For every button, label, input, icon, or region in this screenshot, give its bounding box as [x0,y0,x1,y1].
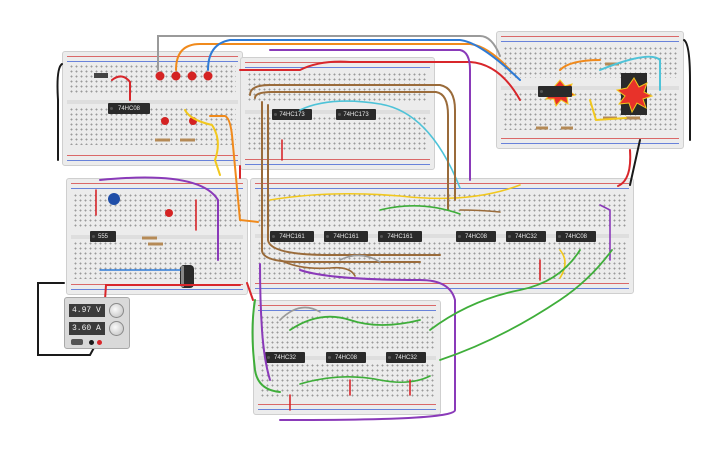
capacitor-stripe-icon [181,266,184,287]
wire-brown [279,259,356,277]
wire-purple [259,263,271,381]
positive-terminal-icon [97,340,102,345]
current-display: 3.60 A [69,322,105,335]
chip-74hc08-bottom: 74HC08 [326,352,366,363]
wire-gray [157,35,501,71]
chip-74hc32-bottom-right: 74HC32 [386,352,426,363]
chip-74hc08-mid: 74HC08 [456,231,496,242]
voltage-knob-icon[interactable] [109,303,124,318]
current-knob-icon[interactable] [109,321,124,336]
red-led-icon [187,71,197,81]
chip-74hc173-b: 74HC173 [336,109,376,120]
wire-yellow [559,249,566,279]
wire-yellow [269,184,521,201]
chip-74hc32-bottom: 74HC32 [265,352,305,363]
wire-green [299,375,431,385]
wire-brown [459,209,501,213]
wire-orange [559,59,601,71]
led-row-top [155,71,213,217]
wire-black [56,63,63,161]
wire-green [429,249,581,331]
wire-black [629,139,641,186]
wire-red [239,60,521,101]
wire-purple [269,49,471,181]
wire-brown [254,91,449,211]
ceramic-capacitor-icon [108,193,120,205]
wire-gray [339,254,381,263]
explosion-icon [615,77,654,114]
wire-green [289,315,421,331]
chip-74hc161-c: 74HC161 [378,231,422,242]
wire-yellow [184,109,221,176]
chip-74hc173-a: 74HC173 [272,109,312,120]
chip-74hc08-top-left: 74HC08 [108,103,150,114]
wire-gray [279,306,321,321]
chip-74hc161-a: 74HC161 [270,231,314,242]
wire-brown [249,84,456,201]
negative-terminal-icon [89,340,94,345]
red-led-icon [171,71,181,81]
power-switch-icon[interactable] [71,339,83,345]
wire-black [37,282,97,356]
wire-yellow [589,99,627,122]
wire-cyan [599,55,661,91]
wire-purple [599,204,611,261]
wire-green [251,299,281,393]
breadboard-top-right [496,31,684,149]
breadboard-top-left [62,51,243,166]
wire-purple [279,269,456,421]
chip-555: 555 [90,231,116,242]
wire-cyan [299,100,461,189]
red-led-icon [161,117,169,125]
slide-switch-icon [94,73,108,78]
wire-green [439,249,613,361]
wire-brown [261,101,421,263]
wire-purple [99,176,219,261]
wire-brown [267,104,441,256]
red-led-icon [155,71,165,81]
bench-power-supply: 4.97 V 3.60 A [64,297,130,349]
red-led-icon [165,209,173,217]
wire-black [683,39,691,141]
wire-orange [175,43,511,71]
wire-blue [207,39,521,81]
wire-red [246,282,254,301]
wire-red [111,75,131,101]
wire-green [379,205,461,215]
wire-red [617,149,632,187]
chip-top-right [538,86,572,97]
chip-74hc32-mid: 74HC32 [506,231,546,242]
chip-74hc161-b: 74HC161 [324,231,368,242]
red-led-icon [203,71,213,81]
chip-74hc08-right: 74HC08 [556,231,596,242]
wire-orange [209,115,259,223]
voltage-display: 4.97 V [69,304,105,317]
